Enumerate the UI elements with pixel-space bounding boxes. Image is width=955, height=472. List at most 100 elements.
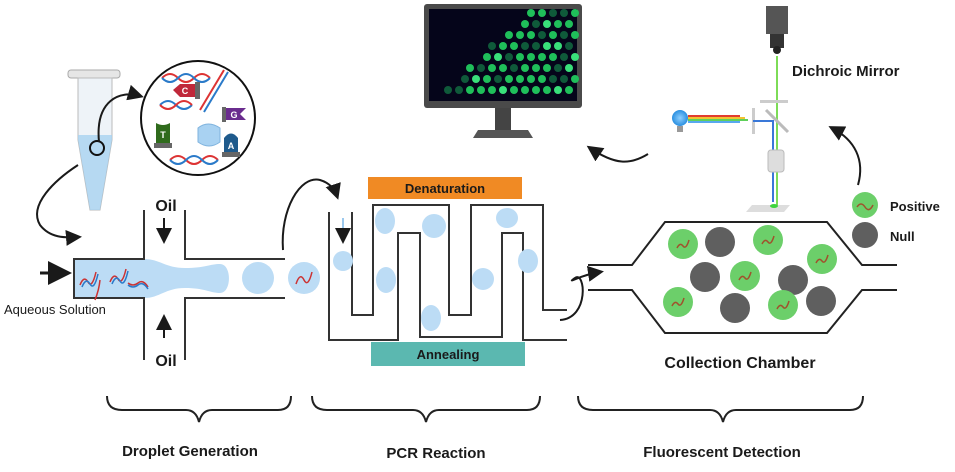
screen-droplet [516,75,524,83]
screen-droplet [477,86,485,94]
zoom-arrow [97,84,144,143]
dna-icon [159,69,229,165]
stage-label-droplet-generation: Droplet Generation [122,443,258,460]
dna-icon [776,300,790,310]
screen-droplet [466,64,474,72]
reagent-t-label: T [160,130,166,140]
pcr-serpentine-channel [328,177,567,366]
camera-icon [766,6,788,54]
dichroic-mirror-label: Dichroic Mirror [792,63,900,80]
null-droplet [705,227,735,257]
positive-droplet [807,244,837,274]
monitor-icon [424,4,582,138]
screen-droplet [543,86,551,94]
legend-null-label: Null [890,229,915,244]
positive-droplet [663,287,693,317]
screen-droplet [483,75,491,83]
screen-droplet [543,64,551,72]
brace-pcr-reaction [311,395,541,423]
null-droplet [778,265,808,295]
stage-label-pcr-reaction: PCR Reaction [386,445,485,462]
optical-setup [672,6,790,212]
droplet-with-dna [288,262,320,294]
screen-droplet [549,9,557,17]
eppendorf-tube-icon [67,69,121,211]
reagent-a-label: A [228,141,235,151]
oil-label-bottom: Oil [155,353,176,370]
reagent-mix-circle: C G T A [140,60,256,176]
screen-droplet [554,20,562,28]
screen-droplet [571,9,579,17]
null-droplet [690,262,720,292]
collection-chamber [588,221,897,334]
legend [852,192,878,248]
denaturation-label: Denaturation [405,181,485,196]
screen-droplet [527,75,535,83]
oil-label-top: Oil [155,198,176,215]
screen-droplet [510,86,518,94]
screen-droplet [532,20,540,28]
flow-arrow [828,126,862,186]
screen-droplet [538,53,546,61]
annealing-label: Annealing [417,347,480,362]
flow-arrow [281,178,341,251]
reagent-c-label: C [182,86,189,96]
stage-label-fluorescent-detection: Fluorescent Detection [643,444,801,461]
dna-icon [671,297,685,307]
positive-droplet [668,229,698,259]
flow-arrow [559,265,604,321]
collection-chamber-label: Collection Chamber [664,355,815,372]
screen-droplet [538,9,546,17]
flow-arrow [36,164,82,246]
reagent-g-label: G [230,110,237,120]
screen-droplet [560,9,568,17]
legend-positive-swatch [852,192,878,218]
screen-droplet [461,75,469,83]
screen-droplet [560,53,568,61]
positive-droplet [753,225,783,255]
screen-droplet [521,86,529,94]
brace-fluorescent-detection [577,395,864,423]
screen-droplet [499,64,507,72]
screen-droplet [543,42,551,50]
brace-droplet-generation [106,395,292,423]
screen-droplet [488,42,496,50]
screen-droplet [494,53,502,61]
screen-droplet [510,64,518,72]
stage-braces [106,395,864,423]
screen-droplet [444,86,452,94]
screen-droplet [565,20,573,28]
legend-positive-label: Positive [890,199,940,214]
screen-droplet [565,42,573,50]
flow-arrow [586,145,649,163]
screen-droplet [516,31,524,39]
screen-droplet [505,75,513,83]
dna-icon [738,271,752,281]
screen-droplet [527,31,535,39]
reagent-c-icon: C [173,82,200,99]
polymerase-icon [197,123,221,147]
screen-droplet [521,64,529,72]
reagent-g-icon: G [222,107,246,122]
screen-droplet [571,75,579,83]
screen-droplet [527,53,535,61]
positive-droplet [730,261,760,291]
screen-droplet [521,42,529,50]
annealing-zone [371,342,525,366]
screen-droplet [488,64,496,72]
excitation-beam [688,115,748,123]
screen-droplet [554,86,562,94]
screen-droplet [560,75,568,83]
light-bulb-icon [672,110,688,132]
dna-icon [815,254,829,264]
screen-droplet [571,53,579,61]
screen-droplet [549,75,557,83]
screen-droplet [488,86,496,94]
screen-droplet [538,75,546,83]
screen-droplet [494,75,502,83]
screen-droplet [527,9,535,17]
reagent-t-icon: T [154,123,172,148]
screen-droplet [472,75,480,83]
